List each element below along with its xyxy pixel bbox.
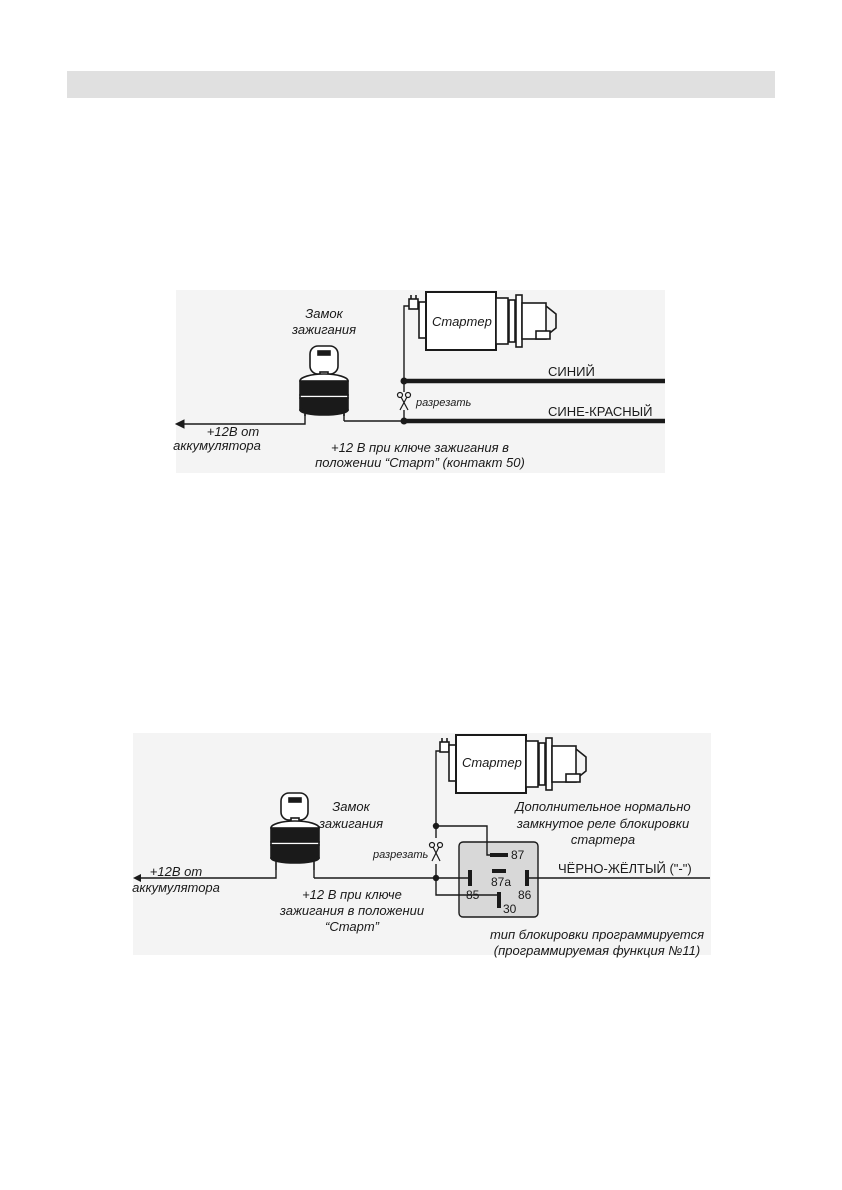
- relay-pin-87a: 87a: [491, 875, 511, 889]
- d1-lock-label-2: зажигания: [291, 322, 356, 337]
- scissors-icon: [428, 841, 444, 862]
- d2-key-start-label-2: зажигания в положении: [279, 903, 424, 918]
- d2-battery-label-1: +12В от: [150, 864, 203, 879]
- d1-junction-dot: [400, 417, 408, 425]
- d1-key-start-label-2: положении “Старт” (контакт 50): [315, 455, 525, 470]
- d1-lock-label-1: Замок: [305, 306, 343, 321]
- relay-box: [458, 841, 539, 918]
- relay-pin-87: 87: [511, 848, 525, 862]
- d2-key-start-label-3: “Старт”: [325, 919, 380, 934]
- d2-starter-label: Стартер: [462, 755, 522, 770]
- header-bar: [67, 71, 775, 98]
- d1-wire-blue-label: СИНИЙ: [548, 364, 595, 379]
- scissors-icon: [396, 391, 412, 411]
- d2-junction-dot: [432, 822, 440, 830]
- d2-cut-label: разрезать: [372, 849, 428, 861]
- d2-relay-desc-1: Дополнительное нормально: [513, 799, 690, 814]
- d1-starter-label: Стартер: [432, 314, 492, 329]
- d2-program-label-2: (программируемая функция №11): [494, 943, 700, 958]
- diagram2-panel: [133, 733, 711, 955]
- relay-pins: [468, 853, 529, 908]
- d2-program-label-1: тип блокировки программируется: [490, 927, 704, 942]
- d1-wires: [174, 305, 665, 429]
- d2-wire-black-yellow-label: ЧЁРНО-ЖЁЛТЫЙ ("-"): [558, 861, 692, 876]
- relay-pin-85: 85: [466, 888, 480, 902]
- starter-motor-icon: [439, 734, 587, 794]
- d1-battery-label-1: +12В от: [207, 424, 260, 439]
- d2-lock-label-2: зажигания: [318, 816, 383, 831]
- d2-wires: [135, 750, 710, 896]
- d1-junction-dot: [400, 377, 408, 385]
- d2-relay-desc-2: замкнутое реле блокировки: [516, 816, 689, 831]
- d1-battery-label-2: аккумулятора: [173, 438, 261, 453]
- ignition-lock-icon: [270, 792, 320, 870]
- d2-junction-dot: [432, 874, 440, 882]
- d1-cut-label: разрезать: [415, 397, 471, 409]
- starter-motor-icon: [408, 291, 557, 351]
- relay-pin-30: 30: [503, 902, 517, 916]
- d2-relay-desc-3: стартера: [571, 832, 635, 847]
- d2-battery-label-2: аккумулятора: [132, 880, 220, 895]
- relay-pin-86: 86: [518, 888, 532, 902]
- d2-arrow: [133, 874, 141, 882]
- d2-lock-label-1: Замок: [332, 799, 370, 814]
- d1-key-start-label-1: +12 В при ключе зажигания в: [331, 440, 509, 455]
- d2-key-start-label-1: +12 В при ключе: [302, 887, 402, 902]
- d1-wire-blue-red-label: СИНЕ-КРАСНЫЙ: [548, 404, 653, 419]
- ignition-lock-icon: [299, 345, 349, 416]
